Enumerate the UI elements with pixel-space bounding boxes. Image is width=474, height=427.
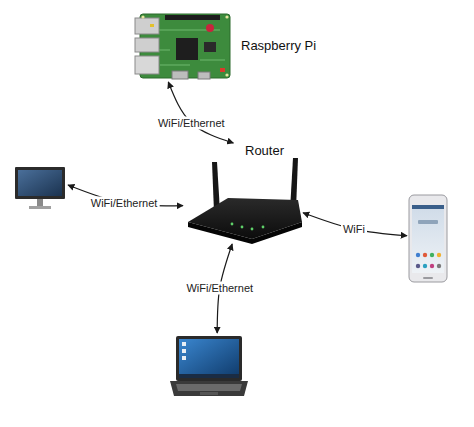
wireless-router	[241, 226, 244, 229]
smartphone	[409, 195, 447, 282]
laptop-computer	[176, 336, 242, 381]
wireless-router	[262, 226, 265, 229]
device-label: Raspberry Pi	[241, 38, 316, 53]
wireless-router	[231, 223, 234, 226]
link-label: WiFi/Ethernet	[156, 116, 227, 129]
laptop-computer	[179, 339, 239, 378]
smartphone	[437, 264, 441, 268]
raspberry-pi-board	[135, 38, 159, 52]
smartphone	[430, 253, 434, 257]
raspberry-pi-board	[135, 18, 159, 34]
device-label: Router	[245, 143, 284, 158]
raspberry-pi-board	[225, 15, 228, 18]
smartphone	[416, 253, 420, 257]
laptop-computer	[182, 342, 186, 346]
raspberry-pi-board	[172, 71, 188, 79]
wireless-router	[188, 222, 302, 244]
smartphone	[437, 253, 441, 257]
desktop-monitor	[15, 167, 65, 209]
link-label: WiFi/Ethernet	[89, 197, 160, 210]
device-node: Router	[183, 143, 303, 244]
network-link	[168, 82, 233, 143]
raspberry-pi-board	[165, 15, 220, 20]
smartphone	[416, 264, 420, 268]
wireless-router	[188, 198, 302, 239]
raspberry-pi-board	[150, 24, 154, 27]
device-node	[407, 193, 449, 284]
raspberry-pi-board	[135, 56, 159, 74]
desktop-monitor	[15, 167, 65, 199]
device-node	[14, 163, 68, 213]
raspberry-pi-board	[176, 38, 198, 60]
smartphone	[412, 205, 444, 209]
laptop-computer	[176, 384, 242, 391]
raspberry-pi-board	[141, 15, 144, 18]
laptop-computer	[182, 349, 186, 353]
laptop-computer	[170, 381, 248, 396]
smartphone	[423, 277, 433, 279]
desktop-monitor	[29, 206, 51, 209]
smartphone	[423, 264, 427, 268]
raspberry-pi-board	[206, 24, 214, 32]
desktop-monitor	[18, 170, 62, 196]
laptop-computer	[179, 374, 239, 378]
raspberry-pi-board	[204, 42, 216, 52]
smartphone	[418, 220, 438, 224]
smartphone	[409, 195, 447, 282]
link-label: WiFi	[341, 223, 367, 236]
device-node	[168, 333, 250, 399]
smartphone	[430, 264, 434, 268]
wireless-router	[251, 228, 254, 231]
wireless-router	[188, 158, 302, 244]
laptop-computer	[200, 392, 218, 395]
smartphone	[423, 253, 427, 257]
raspberry-pi-board	[220, 68, 225, 72]
link-label: WiFi/Ethernet	[184, 281, 255, 294]
raspberry-pi-board	[198, 72, 210, 79]
device-node: Raspberry Pi	[135, 10, 320, 82]
desktop-monitor	[37, 199, 43, 206]
laptop-computer	[182, 356, 186, 360]
raspberry-pi-board	[225, 73, 228, 76]
raspberry-pi-board	[150, 30, 225, 65]
smartphone	[412, 205, 444, 273]
laptop-computer	[170, 336, 248, 396]
network-link	[303, 213, 407, 236]
raspberry-pi-board	[135, 14, 230, 79]
